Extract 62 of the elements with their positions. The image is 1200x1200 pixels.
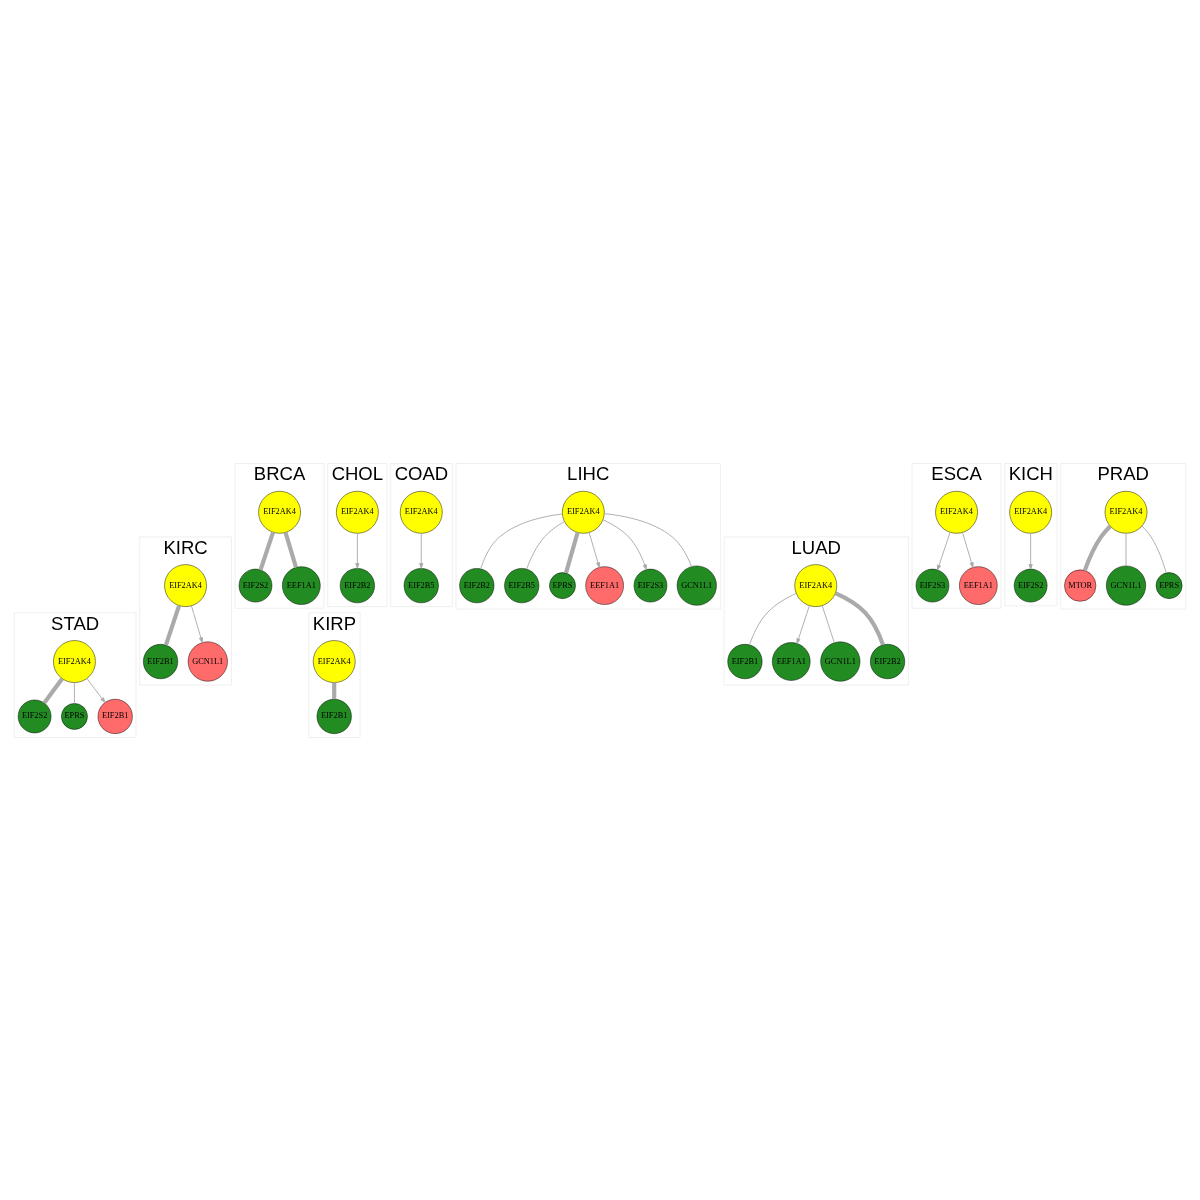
- arrow: [86, 677, 106, 703]
- node-circle: EIF2B5: [403, 567, 439, 603]
- arrow: [602, 518, 647, 570]
- node-circle: EIF2AK4: [1009, 490, 1052, 533]
- connector: [480, 513, 563, 569]
- node-circle: EIF2B1: [143, 643, 179, 679]
- node-circle: EIF2S3: [633, 568, 668, 602]
- node-circle: GCN1L1: [187, 641, 228, 681]
- node-circle: EIF2S2: [17, 699, 52, 733]
- node-circle: EIF2AK4: [400, 490, 443, 533]
- node-circle: EIF2AK4: [794, 563, 838, 607]
- arrow: [962, 531, 974, 568]
- connector: [283, 531, 298, 568]
- connector: [332, 682, 337, 699]
- connector: [834, 590, 885, 645]
- node-circle: EIF2AK4: [312, 639, 356, 683]
- node-circle: EEF1A1: [772, 641, 811, 681]
- node-circle: EIF2B5: [504, 567, 540, 603]
- connector: [73, 681, 75, 704]
- node-circle: EIF2AK4: [935, 490, 978, 533]
- node-circle: GCN1L1: [820, 641, 861, 681]
- arrow: [796, 604, 810, 644]
- connector: [258, 531, 276, 571]
- arrow: [1028, 532, 1033, 570]
- node-circle: EPRS: [1155, 571, 1183, 599]
- connector: [564, 531, 580, 573]
- connector: [749, 592, 797, 645]
- node-circle: GCN1L1: [1106, 565, 1146, 606]
- node-circle: EIF2B1: [727, 643, 763, 679]
- arrow: [937, 531, 951, 570]
- node-circle: EEF1A1: [282, 565, 321, 605]
- connector: [163, 604, 182, 646]
- connector: [1082, 524, 1112, 571]
- node-circle: EIF2AK4: [53, 639, 96, 683]
- node-circle: EIF2S2: [238, 568, 273, 602]
- arrow: [419, 532, 424, 569]
- connector: [821, 604, 835, 643]
- arrow: [588, 531, 601, 568]
- node-circle: EIF2B1: [316, 698, 352, 734]
- connector: [42, 676, 64, 704]
- arrow: [190, 604, 203, 643]
- node-circle: EIF2AK4: [562, 490, 605, 533]
- node-circle: EPRS: [549, 571, 576, 599]
- node-circle: EIF2B2: [339, 567, 375, 603]
- connector: [603, 512, 692, 567]
- connector: [526, 520, 565, 569]
- node-circle: EEF1A1: [585, 565, 624, 605]
- node-circle: MTOR: [1064, 569, 1097, 602]
- node-circle: EIF2B2: [870, 643, 905, 679]
- node-circle: EPRS: [61, 702, 88, 730]
- node-circle: EIF2S3: [915, 568, 950, 602]
- node-circle: EIF2B2: [459, 567, 495, 603]
- node-circle: EIF2AK4: [1104, 490, 1148, 533]
- node-circle: EIF2AK4: [258, 490, 301, 533]
- node-circle: EIF2AK4: [336, 490, 379, 533]
- node-circle: EIF2AK4: [164, 563, 207, 607]
- node-circle: EEF1A1: [959, 565, 998, 605]
- connector: [1125, 532, 1127, 566]
- connector: [1141, 525, 1167, 573]
- node-circle: GCN1L1: [676, 565, 717, 606]
- node-circle: EIF2S2: [1013, 568, 1048, 602]
- arrow: [355, 532, 360, 569]
